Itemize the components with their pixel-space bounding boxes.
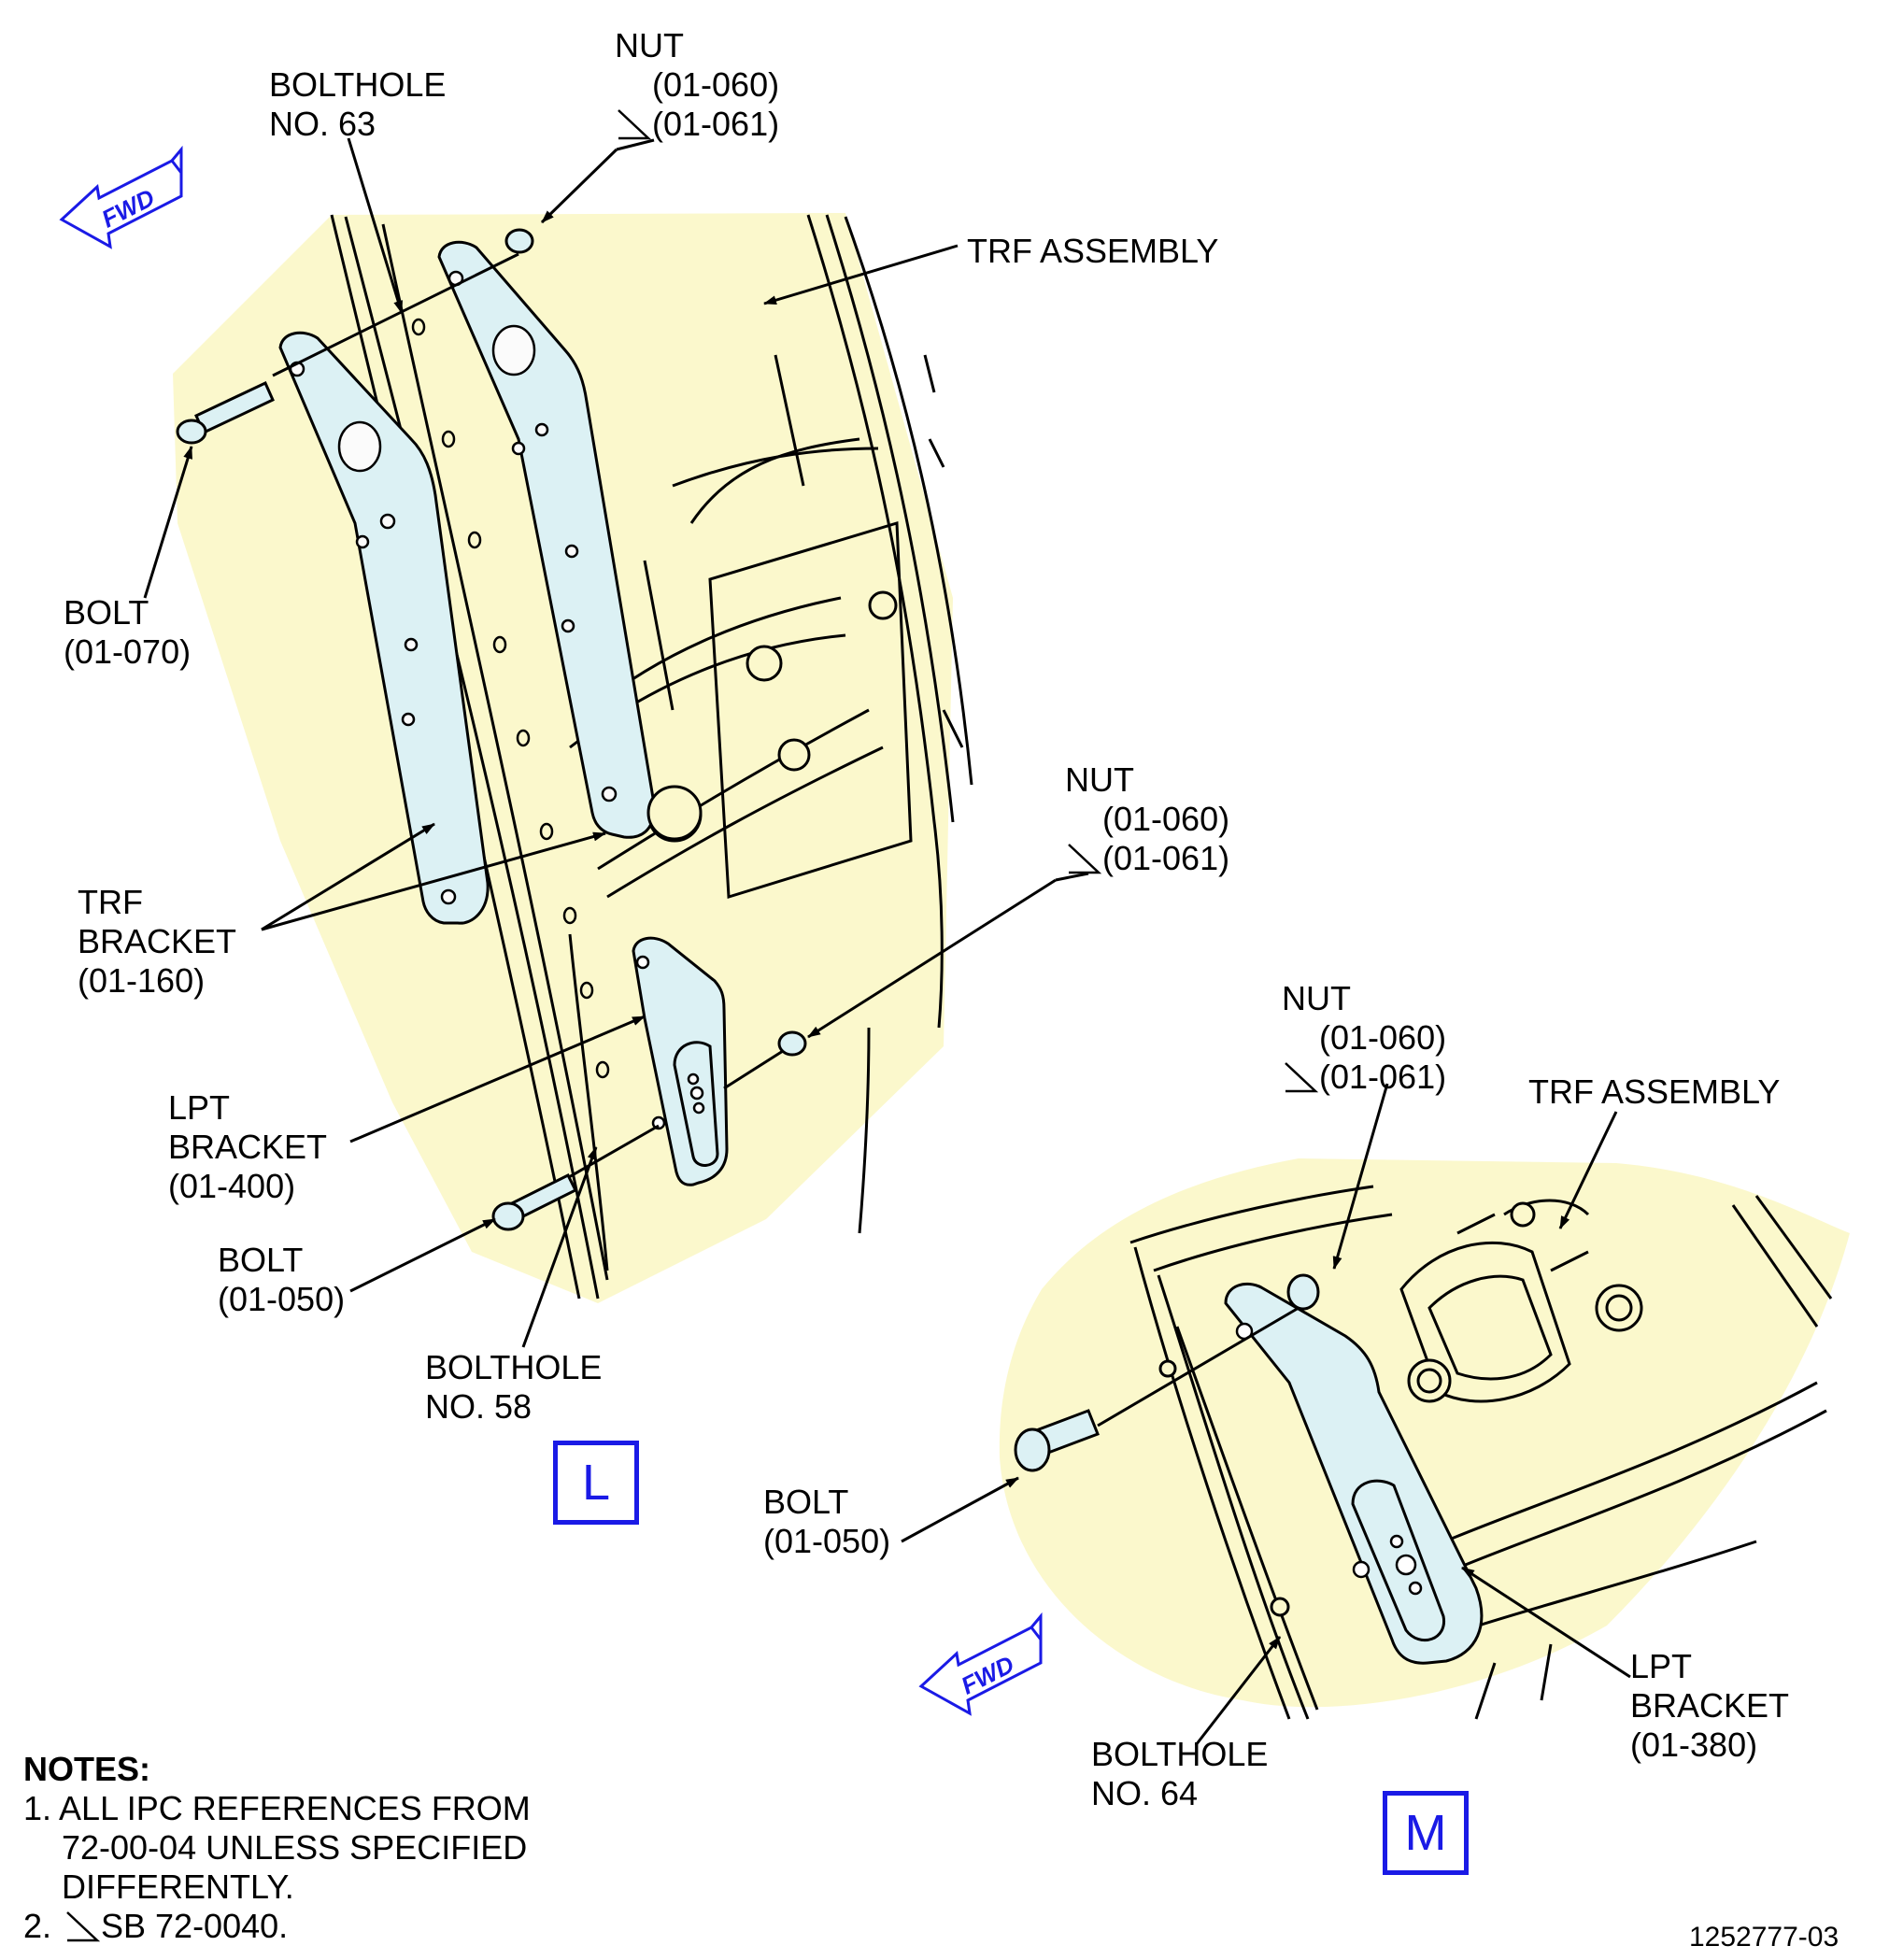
view-l-bolthole-bottom-line2: NO. 58 <box>425 1387 533 1426</box>
view-l-lpt-bracket-line3: (01-400) <box>168 1167 296 1205</box>
view-m-lpt-bracket-line2: BRACKET <box>1630 1686 1790 1725</box>
view-l-lpt-slot-holes <box>687 1072 705 1115</box>
view-m-lpt-bracket-line1: LPT <box>1630 1647 1693 1685</box>
view-l-centerline-top <box>272 252 519 377</box>
note-1-line2: 72-00-04 UNLESS SPECIFIED <box>62 1828 528 1867</box>
note-1-line1: 1. ALL IPC REFERENCES FROM <box>23 1789 531 1827</box>
view-l-lpt-bracket-line1: LPT <box>168 1088 231 1127</box>
view-l-letter-box: L <box>553 1441 639 1525</box>
view-l-nut-mid <box>777 1030 807 1057</box>
view-m-letter-box: M <box>1383 1791 1469 1875</box>
view-m-nut-ref2: (01-061) <box>1319 1058 1447 1096</box>
view-l-nut-ref2: (01-061) <box>652 105 780 143</box>
view-m-nut-title: NUT <box>1282 979 1351 1017</box>
view-l-boss <box>646 785 703 841</box>
figure-id: 1252777-03 <box>1689 1922 1839 1953</box>
notes-title: NOTES: <box>23 1750 151 1788</box>
view-l-nut-top <box>504 228 534 254</box>
view-m-trf-structure <box>1129 1185 1833 1720</box>
note-2-marker <box>64 1907 101 1953</box>
sb-triangle-icon <box>618 109 652 140</box>
view-m-leaders <box>901 1083 1631 1746</box>
view-l-nut-mid-ref2: (01-061) <box>1102 839 1230 877</box>
view-l-lpt-bracket-line2: BRACKET <box>168 1128 328 1166</box>
view-l-nut-ref2-marker <box>615 105 652 150</box>
view-l-trf-assembly-label: TRF ASSEMBLY <box>967 232 1219 270</box>
view-m-bolt-line2: (01-050) <box>763 1522 891 1560</box>
view-l-lpt-hole-top <box>635 955 650 970</box>
view-l-bolt-top-line2: (01-070) <box>64 632 192 671</box>
view-m-nut <box>1286 1273 1320 1311</box>
view-l-centerline-mid <box>723 1049 784 1090</box>
view-l-hole-b <box>777 738 811 772</box>
view-l-illustration: FWD <box>59 137 1089 1348</box>
view-l-nut-title: NUT <box>615 26 684 64</box>
view-m-fwd-arrow: FWD <box>918 1612 1043 1716</box>
view-m-bolthole-line2: NO. 64 <box>1091 1774 1199 1812</box>
view-l-nut-ref1: (01-060) <box>652 65 780 104</box>
view-l-nut-mid-ref1: (01-060) <box>1102 800 1230 838</box>
view-l-leaders <box>143 137 1057 1348</box>
note-2-text: SB 72-0040. <box>101 1907 289 1945</box>
view-m-bolt-line1: BOLT <box>763 1483 849 1521</box>
view-l-bolt-bottom-line1: BOLT <box>218 1241 304 1279</box>
view-m-lpt-slot-holes <box>1389 1534 1423 1596</box>
view-m-centerline <box>1097 1306 1300 1427</box>
view-l-trf-bracket-line1: TRF <box>78 883 143 921</box>
view-l-bolt-bottom <box>491 1172 578 1231</box>
view-l-nut-mid-title: NUT <box>1065 760 1134 799</box>
view-m-bolt <box>1014 1409 1100 1472</box>
view-m-lpt-bracket-line3: (01-380) <box>1630 1726 1758 1764</box>
view-l-nut-mid-ref2-marker <box>1065 839 1102 885</box>
sb-triangle-icon <box>1285 1062 1319 1093</box>
view-m-nut-ref2-marker <box>1282 1058 1319 1103</box>
view-l-bolt-bottom-line2: (01-050) <box>218 1280 346 1318</box>
view-l-trf-bracket-left-holes <box>289 361 457 905</box>
view-m-bolthole-line1: BOLTHOLE <box>1091 1735 1269 1773</box>
note-1-line3: DIFFERENTLY. <box>62 1868 294 1906</box>
view-m-nut-ref1: (01-060) <box>1319 1018 1447 1057</box>
view-l-bolthole-top-line2: NO. 63 <box>269 105 376 143</box>
view-m-trf-assembly-label: TRF ASSEMBLY <box>1528 1072 1781 1111</box>
note-2-prefix: 2. <box>23 1907 52 1945</box>
view-l-flange-holes <box>411 318 610 1079</box>
view-m-lpt-hole-bottom <box>1352 1560 1371 1579</box>
view-l-trf-bracket-right-holes <box>447 270 618 802</box>
sb-triangle-icon <box>1068 844 1102 874</box>
view-l-bolt-top-line1: BOLT <box>64 593 149 632</box>
view-m-fasteners <box>1158 1201 1643 1617</box>
view-m-illustration: FWD <box>901 1083 1850 1746</box>
view-l-trf-bracket-line2: BRACKET <box>78 922 237 960</box>
view-l-bolthole-bottom-line1: BOLTHOLE <box>425 1348 603 1386</box>
view-l-bolt-top <box>176 380 275 445</box>
view-l-leader-tails <box>616 138 1089 882</box>
view-l-trf-bracket-left <box>278 331 490 925</box>
sb-triangle-icon <box>66 1911 101 1942</box>
view-l-bolthole-top-line1: BOLTHOLE <box>269 65 447 104</box>
view-l-hole-c <box>868 590 898 620</box>
view-l-hole-a <box>746 645 783 682</box>
view-l-trf-bracket-line3: (01-160) <box>78 961 206 1000</box>
view-l-fwd-arrow: FWD <box>59 145 183 249</box>
